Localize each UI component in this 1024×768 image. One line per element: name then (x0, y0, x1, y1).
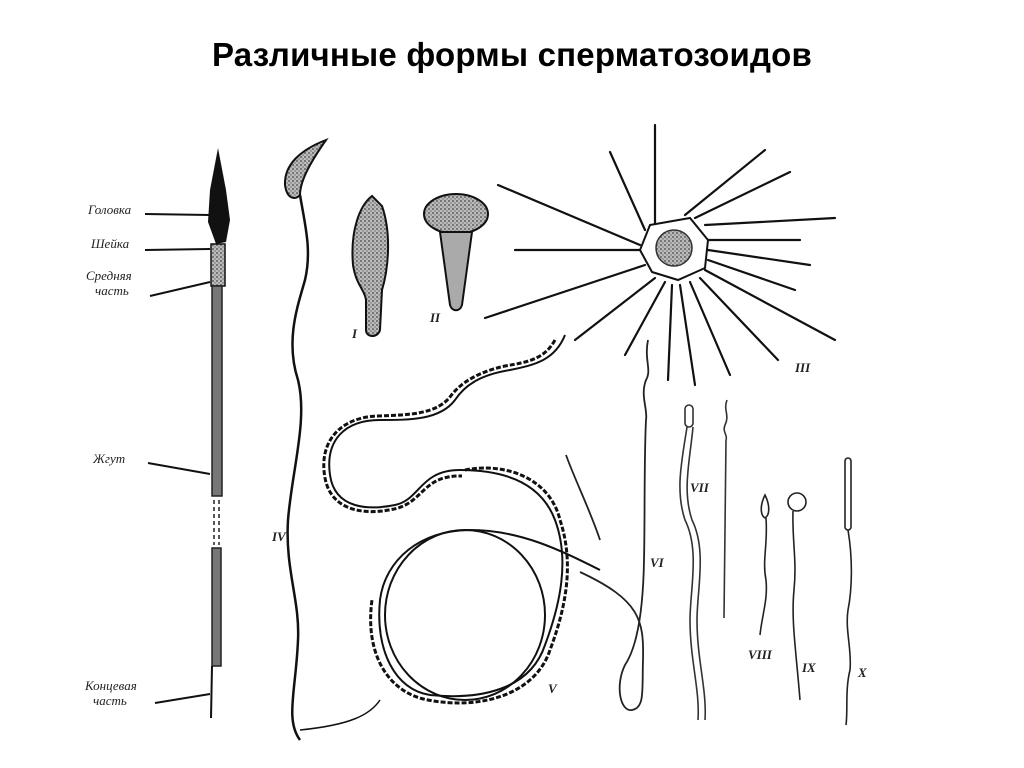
label-iv: IV (271, 529, 287, 544)
label-end-2: часть (93, 693, 127, 708)
form-vii: VII (679, 404, 710, 721)
form-iv: IV (271, 137, 329, 741)
label-middle-2: часть (95, 283, 129, 298)
form-i: I (351, 194, 390, 341)
form-vi: VI (565, 339, 665, 711)
typical-spermatozoon: Головка Шейка Средняя часть Жгут Концева… (84, 148, 230, 719)
label-vi: VI (650, 555, 665, 570)
form-viii: VIII (748, 493, 773, 662)
label-end-1: Концевая (84, 678, 137, 693)
label-head: Головка (87, 202, 132, 217)
label-middle-1: Средняя (86, 268, 132, 283)
label-i: I (351, 326, 358, 341)
label-viii: VIII (748, 647, 773, 662)
form-thin-rod (723, 399, 728, 619)
form-iii: III (483, 123, 837, 387)
form-x: X (844, 457, 867, 726)
label-neck: Шейка (90, 236, 130, 251)
label-iii: III (794, 360, 811, 375)
label-x: X (857, 665, 867, 680)
label-v: V (548, 681, 558, 696)
label-ix: IX (801, 660, 816, 675)
form-v: V (299, 334, 601, 731)
form-ii: II (423, 193, 489, 325)
form-ix: IX (787, 492, 816, 701)
label-vii: VII (690, 480, 710, 495)
label-ii: II (429, 310, 441, 325)
label-flagellum: Жгут (92, 451, 125, 466)
page-title: Различные формы сперматозоидов (212, 36, 812, 73)
